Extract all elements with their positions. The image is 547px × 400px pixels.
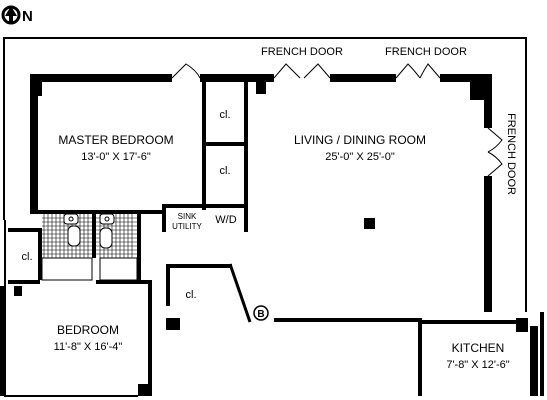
bathroom-fixtures: [63, 213, 115, 249]
closet-label-middle: cl.: [220, 165, 231, 177]
closet-label-left: cl.: [22, 251, 33, 263]
utility-label: UTILITY: [172, 222, 202, 231]
bedroom-dims: 11'-8" X 16'-4": [54, 341, 123, 353]
bedroom-name: BEDROOM: [57, 323, 119, 337]
compass-letter: N: [22, 8, 33, 25]
kitchen-dims: 7'-8" X 12'-6": [446, 359, 509, 371]
entry-marker-letter: B: [257, 309, 264, 320]
french-door-label-1: FRENCH DOOR: [261, 46, 343, 58]
living-dining-name: LIVING / DINING ROOM: [294, 133, 426, 147]
entry-marker: B: [253, 305, 269, 321]
inner-walls: [0, 74, 544, 396]
closet-label-upper: cl.: [220, 109, 231, 121]
north-arrow-icon: [1, 5, 21, 25]
door-swings: [171, 63, 503, 177]
master-bedroom-name: MASTER BEDROOM: [58, 133, 173, 147]
washer-dryer-label: W/D: [215, 214, 236, 226]
living-dining-dims: 25'-0" X 25'-0": [325, 151, 395, 163]
french-door-label-2: FRENCH DOOR: [385, 46, 467, 58]
hall-closet-wall: [228, 263, 252, 323]
kitchen-name: KITCHEN: [452, 341, 505, 355]
master-bedroom-dims: 13'-0" X 17'-6": [81, 151, 151, 163]
closet-label-hall: cl.: [186, 289, 197, 301]
sink-label: SINK: [178, 212, 197, 221]
french-door-label-east: FRENCH DOOR: [505, 113, 517, 195]
bathroom-tiles: [41, 214, 138, 281]
